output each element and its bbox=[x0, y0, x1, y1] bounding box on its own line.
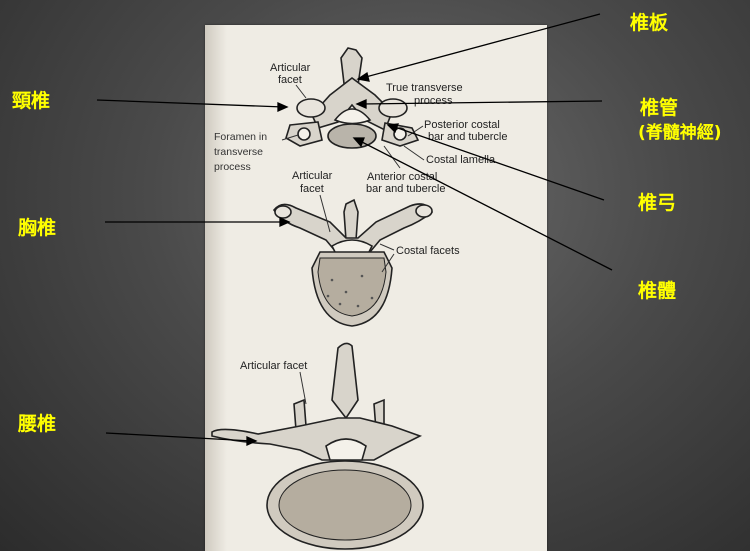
label-lumbar: 腰椎 bbox=[18, 413, 56, 435]
leader-costal-facets-1 bbox=[380, 244, 394, 250]
true-transverse-label-1: True transverse bbox=[386, 82, 463, 94]
anterior-costal-label-2: bar and tubercle bbox=[366, 183, 446, 195]
lumbar-vertebra bbox=[212, 343, 423, 549]
leader-articular-facet bbox=[296, 85, 306, 98]
thoracic-articular-facet-label-2: facet bbox=[300, 183, 324, 195]
label-body: 椎體 bbox=[638, 280, 676, 302]
label-arch: 椎弓 bbox=[638, 192, 676, 214]
label-canal: 椎管 bbox=[640, 97, 678, 119]
costal-lamella-label: Costal lamella bbox=[426, 154, 496, 166]
arrow-lamina bbox=[362, 14, 600, 78]
thoracic-articular-facet-label-1: Articular bbox=[292, 170, 333, 182]
label-lamina: 椎板 bbox=[630, 12, 668, 34]
posterior-costal-label-2: bar and tubercle bbox=[428, 131, 508, 143]
foramen-label-1: Foramen in bbox=[214, 131, 267, 143]
label-canal-note: (脊髓神經) bbox=[638, 122, 722, 144]
cervical-articular-facet-label-2: facet bbox=[278, 74, 302, 86]
true-transverse-label-2: process bbox=[414, 95, 453, 107]
label-cervical: 頸椎 bbox=[12, 90, 50, 112]
arrowhead-cervical bbox=[278, 103, 287, 111]
posterior-costal-label-1: Posterior costal bbox=[424, 119, 500, 131]
foramen-label-3: process bbox=[214, 161, 251, 173]
arrow-cervical bbox=[97, 100, 284, 107]
costal-facets-label: Costal facets bbox=[396, 245, 460, 257]
leader-costal-lamella bbox=[404, 146, 424, 160]
label-thoracic: 胸椎 bbox=[18, 217, 56, 239]
thoracic-vertebra bbox=[274, 200, 432, 326]
anterior-costal-label-1: Anterior costal bbox=[367, 171, 437, 183]
foramen-label-2: transverse bbox=[214, 146, 263, 158]
cervical-articular-facet-label-1: Articular bbox=[270, 62, 311, 74]
leader-lumbar-facet bbox=[300, 372, 306, 404]
lumbar-articular-facet-label: Articular facet bbox=[240, 360, 307, 372]
